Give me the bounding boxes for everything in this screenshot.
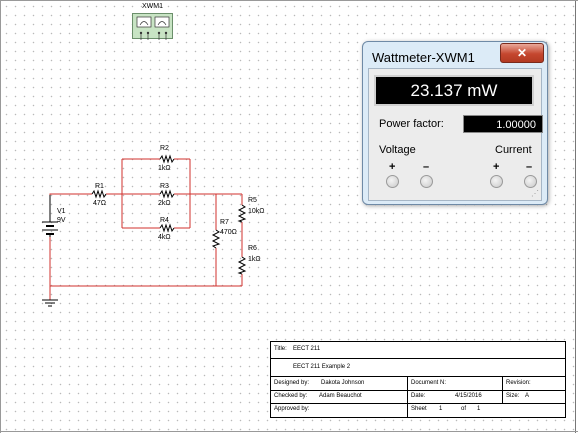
- v1-value: 9V: [57, 217, 66, 224]
- v1-name: V1: [57, 208, 66, 215]
- date-label: Date:: [411, 393, 426, 399]
- tb-divider: [502, 376, 503, 403]
- current-plus-sign: +: [493, 161, 500, 173]
- designed-by-value: Dakota Johnson: [321, 380, 365, 386]
- r4-name: R4: [160, 217, 169, 224]
- power-reading-display: 23.137 mW: [374, 75, 534, 106]
- checked-by-label: Checked by:: [274, 393, 308, 399]
- current-plus-terminal[interactable]: [490, 175, 503, 188]
- revision-label: Revision:: [506, 380, 531, 386]
- current-minus-sign: –: [526, 161, 533, 173]
- of-value: 1: [477, 406, 481, 412]
- voltage-minus-terminal[interactable]: [420, 175, 433, 188]
- r2-name: R2: [160, 145, 169, 152]
- voltage-label: Voltage: [379, 144, 416, 156]
- r3-name: R3: [160, 183, 169, 190]
- size-label: Size:: [506, 393, 520, 399]
- sheet-value: 1: [439, 406, 443, 412]
- tb-divider: [407, 403, 408, 417]
- resize-grip-icon[interactable]: ⋰: [531, 189, 539, 198]
- voltage-plus-sign: +: [389, 161, 396, 173]
- r6-value: 1kΩ: [248, 256, 261, 263]
- resistor-r3-icon[interactable]: [159, 189, 175, 199]
- date-value: 4/15/2016: [455, 393, 482, 399]
- wattmeter-window[interactable]: Wattmeter-XWM1 ✕ 23.137 mW Power factor:…: [362, 41, 548, 205]
- battery-v1-icon[interactable]: [42, 195, 58, 237]
- tb-divider: [271, 376, 565, 377]
- resistor-r7-icon[interactable]: [211, 229, 221, 249]
- of-label: of: [461, 406, 467, 412]
- r1-value: 47Ω: [93, 200, 106, 207]
- r3-value: 2kΩ: [158, 200, 171, 207]
- r7-name: R7: [220, 219, 229, 226]
- designed-by-label: Designed by:: [274, 380, 310, 386]
- r5-value: 10kΩ: [248, 208, 265, 215]
- tb-divider: [407, 376, 408, 403]
- sheet-border-bottom: [0, 431, 578, 432]
- checked-by-value: Adam Beauchot: [319, 393, 362, 399]
- r7-value: 470Ω: [220, 229, 237, 236]
- r5-name: R5: [248, 197, 257, 204]
- resistor-r2-icon[interactable]: [159, 154, 175, 164]
- approved-by-label: Approved by:: [274, 406, 310, 412]
- ground-icon: [42, 299, 58, 307]
- wattmeter-glyph-icon: [136, 16, 170, 40]
- document-number-label: Document N:: [411, 380, 447, 386]
- power-factor-value: 1.00000: [463, 115, 543, 133]
- power-factor-label: Power factor:: [379, 118, 444, 130]
- close-button[interactable]: ✕: [500, 43, 544, 63]
- tb-divider: [271, 403, 565, 404]
- resistor-r1-icon[interactable]: [91, 189, 107, 199]
- r2-value: 1kΩ: [158, 165, 171, 172]
- subtitle: EECT 211 Example 2: [293, 364, 351, 370]
- sheet-border-right: [575, 0, 576, 433]
- r4-value: 4kΩ: [158, 234, 171, 241]
- r1-name: R1: [95, 183, 104, 190]
- sheet-border-top: [0, 0, 578, 1]
- resistor-r5-icon[interactable]: [237, 204, 247, 223]
- r6-name: R6: [248, 245, 257, 252]
- voltage-plus-terminal[interactable]: [386, 175, 399, 188]
- title-block: Title: EECT 211 EECT 211 Example 2 Desig…: [270, 341, 566, 418]
- sheet-border-left: [0, 0, 1, 433]
- current-minus-terminal[interactable]: [524, 175, 537, 188]
- title-value: EECT 211: [293, 346, 321, 352]
- tb-divider: [271, 358, 565, 359]
- wattmeter-panel: 23.137 mW Power factor: 1.00000 Voltage …: [368, 68, 543, 201]
- resistor-r4-icon[interactable]: [159, 223, 175, 233]
- wattmeter-symbol-icon[interactable]: [132, 13, 173, 40]
- title-label: Title:: [274, 346, 287, 352]
- size-value: A: [525, 393, 530, 399]
- tb-divider: [271, 390, 565, 391]
- wires: [49, 158, 243, 300]
- resistor-r6-icon[interactable]: [237, 256, 247, 275]
- voltage-minus-sign: –: [423, 161, 430, 173]
- xwm1-label: XWM1: [142, 3, 163, 10]
- sheet-label: Sheet: [411, 406, 427, 412]
- window-title: Wattmeter-XWM1: [372, 50, 475, 65]
- current-label: Current: [495, 144, 532, 156]
